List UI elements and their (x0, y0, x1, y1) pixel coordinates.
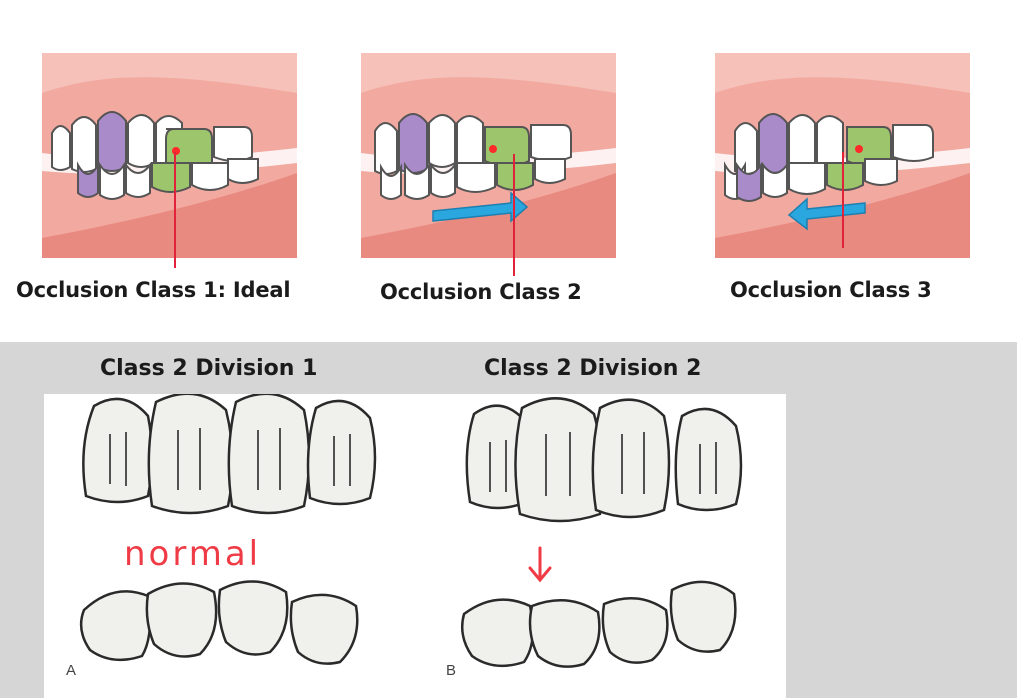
class-2-divisions-section: Class 2 Division 1 Class 2 Division 2 (0, 342, 1017, 698)
red-down-arrow-icon (528, 546, 552, 583)
upper-incisors-a (82, 394, 377, 515)
handwritten-normal-annotation: normal (124, 534, 262, 574)
incisor-comparison-figure: A B normal (44, 394, 786, 698)
figure-label-b: B (446, 662, 457, 679)
upper-incisors-b (465, 397, 743, 523)
caption-class-2: Occlusion Class 2 (380, 280, 582, 304)
occlusion-classes-section: Occlusion Class 1: Ideal (0, 0, 1017, 342)
class-1-pointer-line (174, 152, 176, 268)
occlusion-class-1-illustration (42, 53, 297, 258)
division-2-title: Class 2 Division 2 (484, 356, 702, 381)
lower-incisors-a (79, 580, 359, 665)
class-3-pointer-line (842, 152, 844, 248)
division-1-title: Class 2 Division 1 (100, 356, 318, 381)
caption-class-1: Occlusion Class 1: Ideal (16, 278, 291, 302)
lower-incisors-b (461, 580, 737, 668)
caption-class-3: Occlusion Class 3 (730, 278, 932, 302)
occlusion-class-2-illustration (361, 53, 616, 258)
class-2-pointer-line (513, 154, 515, 276)
figure-label-a: A (66, 662, 77, 679)
